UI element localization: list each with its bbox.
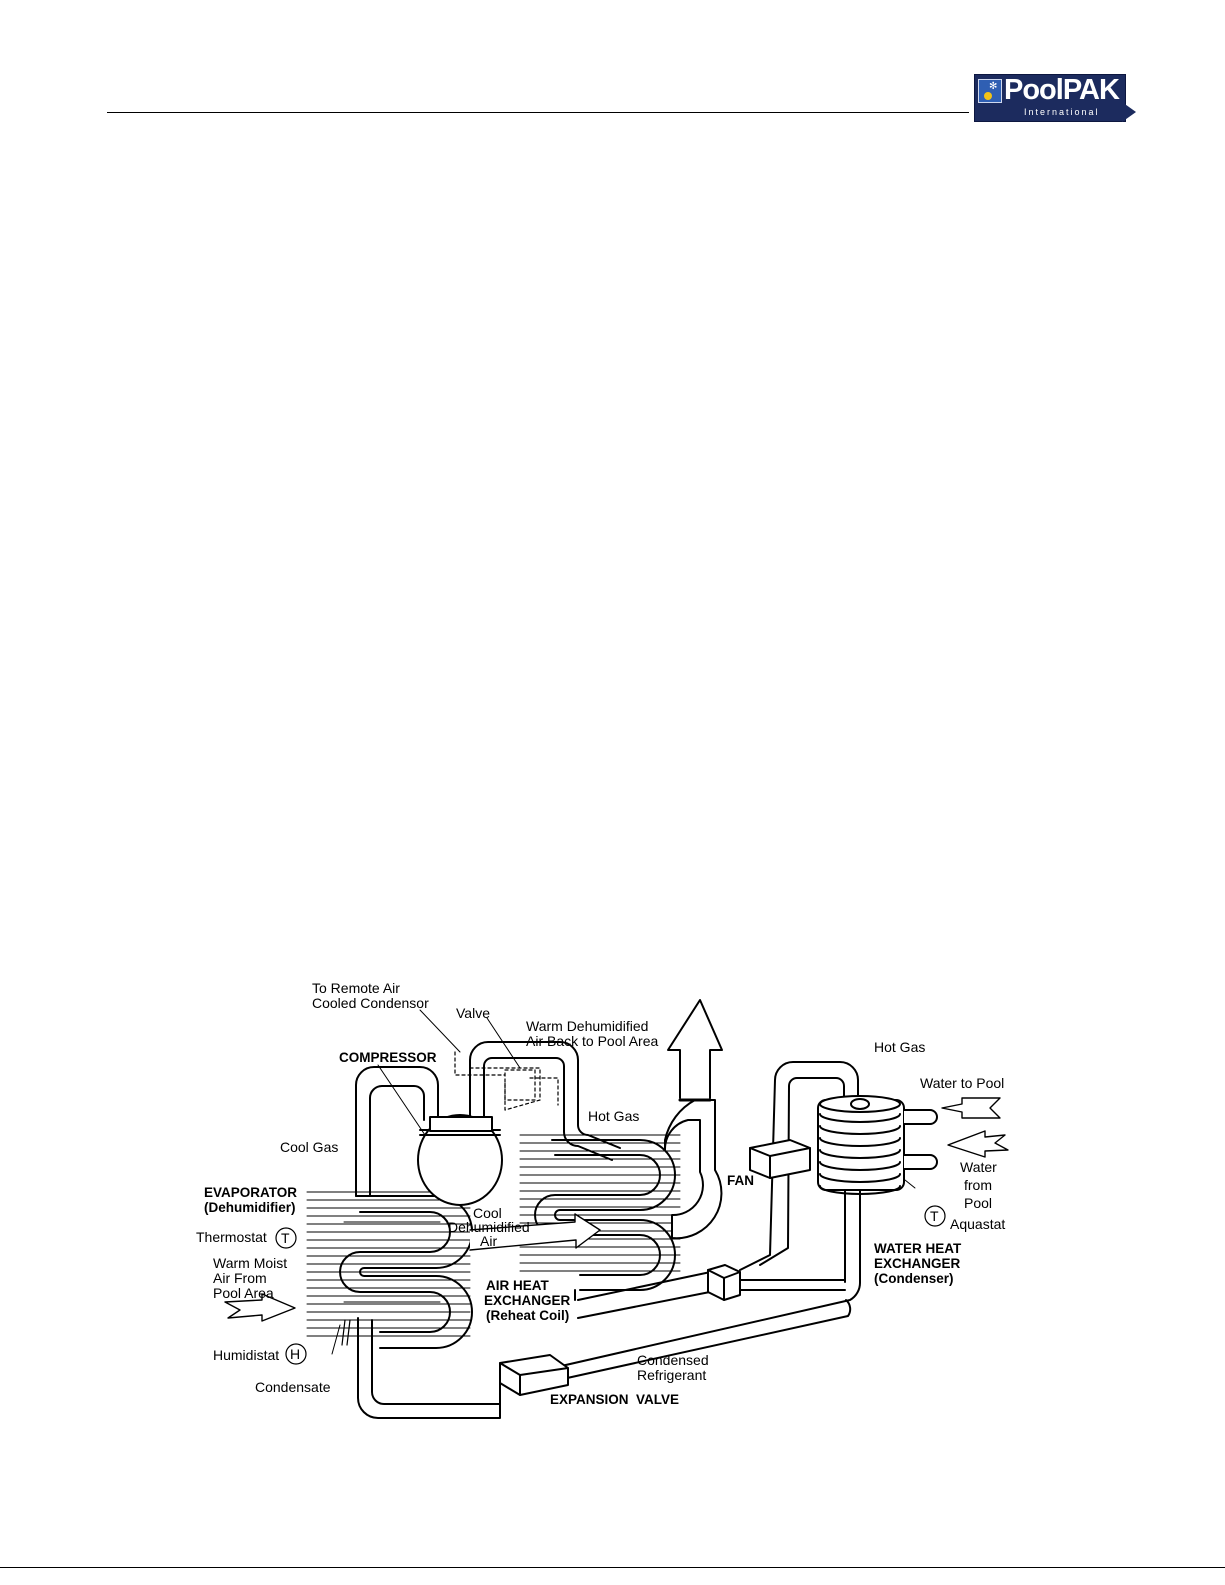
- snowflake-icon: ✻: [989, 81, 998, 92]
- logo-arrow-icon: [1122, 102, 1136, 122]
- cool-air-arrow: [469, 1213, 601, 1251]
- label-aquastat: Aquastat: [950, 1216, 1005, 1232]
- sun-snowflake-icon: ✻: [978, 79, 1002, 103]
- label-hot-gas-mid: Hot Gas: [588, 1108, 639, 1124]
- label-cool-dehum-1: Cool: [473, 1205, 502, 1221]
- label-air-hx-1: AIR HEAT: [486, 1278, 550, 1293]
- label-water-to-pool: Water to Pool: [920, 1075, 1004, 1091]
- hot-gas-to-water-hx: [739, 1061, 859, 1271]
- thermostat-symbol: [275, 1227, 297, 1249]
- label-air-hx-3: (Reheat Coil): [486, 1308, 569, 1323]
- reheat-coil: [534, 1139, 676, 1301]
- water-to-pool-arrow: [941, 1097, 1001, 1119]
- warm-air-arrow: [224, 1293, 296, 1322]
- label-compressor: COMPRESSOR: [339, 1050, 437, 1065]
- label-water-hx-3: (Condenser): [874, 1271, 954, 1286]
- humidistat-symbol-letter: H: [290, 1346, 300, 1362]
- label-condensed-2: Refrigerant: [637, 1367, 706, 1383]
- evaporator-fins: [306, 1191, 471, 1337]
- label-water-from-3: Pool: [964, 1195, 992, 1211]
- label-condensed-1: Condensed: [637, 1352, 709, 1368]
- fan-motor-box: [749, 1139, 811, 1179]
- expansion-valve-body: [499, 1354, 569, 1396]
- remote-condenser-branch: [454, 1051, 559, 1111]
- reheat-coil-fins: [519, 1134, 681, 1272]
- leader-lines: [331, 1009, 916, 1355]
- label-remote-condensor-1: To Remote Air: [312, 980, 400, 996]
- fan-housing: [663, 1099, 723, 1240]
- sun-icon: [984, 92, 992, 100]
- label-cool-dehum-2: Dehumidified: [448, 1219, 530, 1235]
- header-rule: [107, 112, 969, 113]
- poolpak-logo: ✻ PoolPAK International: [974, 74, 1138, 122]
- water-from-pool-arrow: [947, 1130, 1009, 1158]
- label-condensate: Condensate: [255, 1379, 331, 1395]
- label-valve: Valve: [456, 1005, 490, 1021]
- hot-gas-pipe: [469, 1041, 621, 1149]
- label-water-hx-2: EXCHANGER: [874, 1256, 961, 1271]
- label-expansion-valve: EXPANSION VALVE: [550, 1392, 679, 1407]
- liquid-line: [357, 1189, 862, 1419]
- label-warm-moist-2: Air From: [213, 1270, 267, 1286]
- condensate-drain: [341, 1319, 351, 1346]
- label-thermostat: Thermostat: [196, 1229, 267, 1245]
- fan-outlet-arrow: [667, 999, 723, 1099]
- label-water-hx-1: WATER HEAT: [874, 1241, 962, 1256]
- humidistat-symbol: [285, 1343, 307, 1365]
- cool-gas-pipe: [355, 1066, 439, 1197]
- label-evaporator-2: (Dehumidifier): [204, 1200, 296, 1215]
- aquastat-symbol: [924, 1205, 946, 1227]
- label-warm-moist-1: Warm Moist: [213, 1255, 287, 1271]
- label-water-from-1: Water: [960, 1159, 997, 1175]
- label-cool-dehum-3: Air: [480, 1233, 497, 1249]
- label-humidistat: Humidistat: [213, 1347, 279, 1363]
- logo-sub-text: International: [1024, 107, 1100, 117]
- label-water-from-2: from: [964, 1177, 992, 1193]
- junction-valve: [707, 1264, 846, 1301]
- label-cool-gas: Cool Gas: [280, 1139, 338, 1155]
- logo-brand-text: PoolPAK: [1004, 74, 1120, 106]
- label-warm-dehum-1: Warm Dehumidified: [526, 1018, 648, 1034]
- evaporator-coil: [339, 1195, 473, 1349]
- label-evaporator-1: EVAPORATOR: [204, 1185, 297, 1200]
- label-warm-moist-3: Pool Area: [213, 1285, 274, 1301]
- label-remote-condensor-2: Cooled Condensor: [312, 995, 429, 1011]
- label-hot-gas-top: Hot Gas: [874, 1039, 925, 1055]
- footer-rule: [0, 1567, 1225, 1568]
- label-fan: FAN: [727, 1173, 754, 1188]
- label-warm-dehum-2: Air Back to Pool Area: [526, 1033, 659, 1049]
- water-heat-exchanger: [817, 1095, 938, 1195]
- label-air-hx-2: EXCHANGER: [484, 1293, 571, 1308]
- aquastat-symbol-letter: T: [930, 1208, 939, 1224]
- thermostat-symbol-letter: T: [281, 1230, 290, 1246]
- compressor-body: [417, 1114, 503, 1206]
